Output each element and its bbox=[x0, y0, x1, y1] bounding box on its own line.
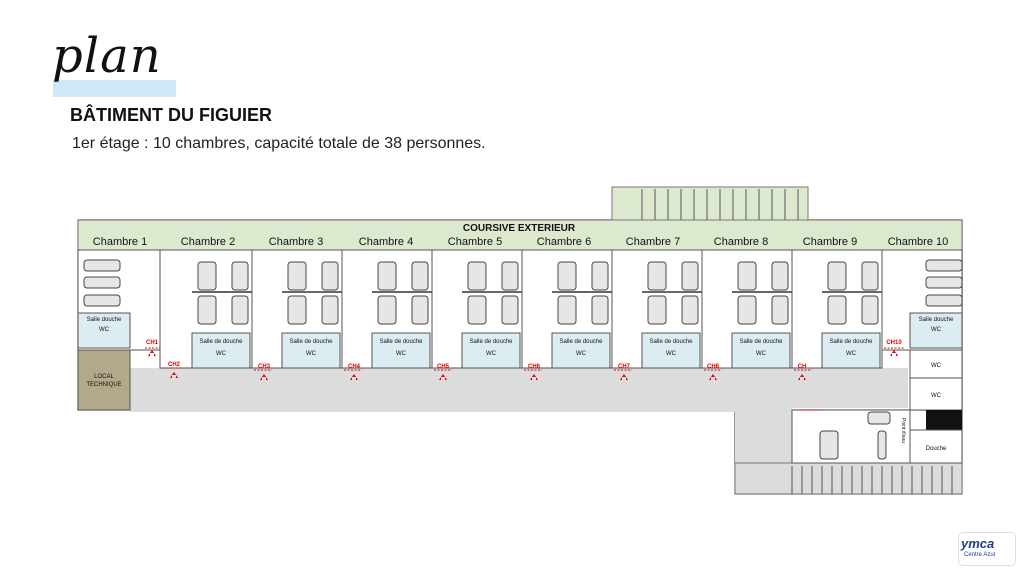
door-arrow-icon bbox=[890, 350, 898, 356]
stair-area bbox=[734, 462, 963, 495]
door-label: CH7 bbox=[618, 364, 631, 370]
shower-label: Salle de douche bbox=[289, 339, 333, 345]
floor-description: 1er étage : 10 chambres, capacité totale… bbox=[72, 135, 486, 152]
door-arrow-icon bbox=[260, 374, 268, 380]
door-marks bbox=[145, 347, 904, 411]
room-label: Chambre 2 bbox=[181, 236, 235, 248]
logo-subtitle: Centre Azur bbox=[964, 552, 996, 558]
door-arrow-icon bbox=[798, 374, 806, 380]
room-3: Salle de douche WC bbox=[251, 249, 343, 369]
ymca-logo: ymca Centre Azur bbox=[958, 532, 1016, 566]
shower-label: Salle de douche bbox=[649, 339, 693, 345]
room-label: Chambre 3 bbox=[269, 236, 323, 248]
door-arrow-icon bbox=[170, 372, 178, 378]
room-label: Chambre 5 bbox=[448, 236, 502, 248]
wc-block-2: WC bbox=[909, 377, 963, 411]
logo-wordmark: ymca bbox=[961, 536, 995, 551]
room-1: Salle douche WC bbox=[77, 249, 161, 351]
local-technique-label: LOCAL bbox=[94, 374, 114, 380]
doors: CH1 CH2 CH3 CH4 CH5 CH6 CH7 CH8 CH CH10 bbox=[146, 340, 902, 370]
page-title: plan bbox=[52, 28, 162, 84]
shower-label: Salle de douche bbox=[829, 339, 873, 345]
room-6: Salle de douche WC bbox=[521, 249, 613, 369]
shower-label: Salle de douche bbox=[379, 339, 423, 345]
wc-label: WC bbox=[756, 351, 767, 357]
door-label: CH4 bbox=[348, 364, 361, 370]
door-label: CH5 bbox=[437, 364, 450, 370]
door-label: CH8 bbox=[707, 364, 720, 370]
shower-label: Salle de douche bbox=[559, 339, 603, 345]
room-9: Salle de douche WC bbox=[791, 249, 883, 369]
door-arrow-icon bbox=[148, 350, 156, 356]
door-arrows bbox=[148, 350, 898, 380]
door-arrow-icon bbox=[530, 374, 538, 380]
room-8: Salle de douche WC bbox=[701, 249, 793, 369]
room-label: Chambre 6 bbox=[537, 236, 591, 248]
room-label: Chambre 8 bbox=[714, 236, 768, 248]
wc-label: WC bbox=[486, 351, 497, 357]
wc-label: WC bbox=[396, 351, 407, 357]
wc-label: WC bbox=[576, 351, 587, 357]
door-label: CH10 bbox=[886, 340, 902, 346]
local-technique bbox=[77, 349, 131, 411]
shared-room: Douche Point d'eau bbox=[791, 409, 963, 464]
stair-steps bbox=[791, 466, 953, 494]
terrace-slats bbox=[641, 189, 799, 220]
wc-label: WC bbox=[306, 351, 317, 357]
service-shaft bbox=[926, 410, 962, 430]
wc-label: WC bbox=[99, 327, 110, 333]
room-label: Chambre 4 bbox=[359, 236, 413, 248]
building-name: BÂTIMENT DU FIGUIER bbox=[70, 105, 272, 125]
door-label: CH6 bbox=[528, 364, 541, 370]
hallway-lower bbox=[735, 408, 792, 463]
wc-block-1: WC bbox=[909, 349, 963, 379]
room-10: Salle douche WC bbox=[881, 249, 963, 351]
room-label: Chambre 1 bbox=[93, 236, 147, 248]
room-7: Salle de douche WC bbox=[611, 249, 703, 369]
wc-label: WC bbox=[216, 351, 227, 357]
corridor-band bbox=[77, 219, 963, 251]
wc-label: WC bbox=[931, 327, 942, 333]
logo-badge bbox=[958, 532, 1016, 566]
shower-label: Salle de douche bbox=[199, 339, 243, 345]
wc-label: WC bbox=[931, 363, 942, 369]
local-technique-label: TECHNIQUE bbox=[86, 382, 121, 388]
door-arrow-icon bbox=[350, 374, 358, 380]
room-2: Salle de douche WC bbox=[159, 249, 253, 369]
point-eau-label: Point d'eau bbox=[900, 418, 906, 443]
door-arrow-icon bbox=[709, 374, 717, 380]
door-label: CH bbox=[798, 364, 807, 370]
room-label: Chambre 9 bbox=[803, 236, 857, 248]
douche-label: Douche bbox=[926, 446, 947, 452]
room-label: Chambre 10 bbox=[888, 236, 949, 248]
shower-label: Salle de douche bbox=[469, 339, 513, 345]
door-label: CH2 bbox=[168, 362, 181, 368]
door-label: CH1 bbox=[146, 340, 159, 346]
door-arrow-icon bbox=[620, 374, 628, 380]
hallway-main bbox=[130, 368, 792, 408]
title-highlight bbox=[53, 80, 176, 97]
shower-label: Salle douche bbox=[919, 317, 954, 323]
room-4: Salle de douche WC bbox=[341, 249, 433, 369]
terrace-annex bbox=[611, 186, 809, 221]
door-label: CH3 bbox=[258, 364, 271, 370]
shower-label: Salle douche bbox=[87, 317, 122, 323]
wc-label: WC bbox=[931, 393, 942, 399]
corridor-label: COURSIVE EXTERIEUR bbox=[463, 223, 576, 234]
wc-label: WC bbox=[666, 351, 677, 357]
room-label: Chambre 7 bbox=[626, 236, 680, 248]
door-arrow-icon bbox=[439, 374, 447, 380]
shower-label: Salle de douche bbox=[739, 339, 783, 345]
room-5: Salle de douche WC bbox=[431, 249, 523, 369]
room-labels: Chambre 1 Chambre 2 Chambre 3 Chambre 4 … bbox=[93, 236, 948, 248]
wc-label: WC bbox=[846, 351, 857, 357]
